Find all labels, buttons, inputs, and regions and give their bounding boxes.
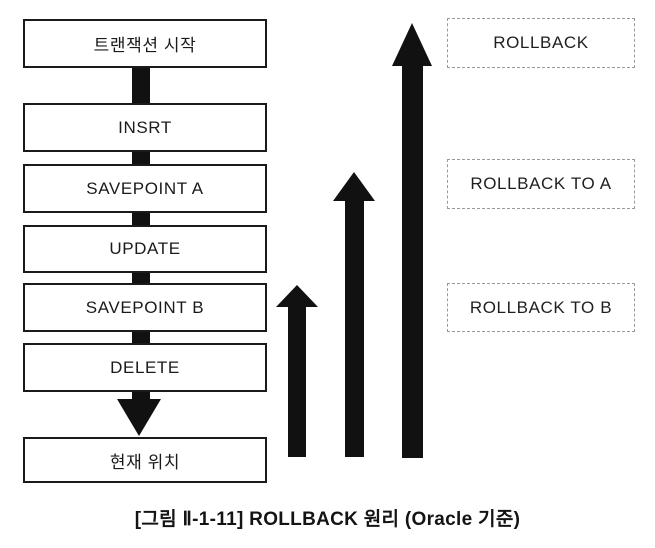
rollback-to-a-label-box: ROLLBACK TO A [447,159,635,209]
flow-box-label: 트랜잭션 시작 [93,36,197,55]
flow-connector [132,211,150,228]
figure-caption: [그림 Ⅱ-1-11] ROLLBACK 원리 (Oracle 기준) [134,509,521,530]
flow-box-transaction-start: 트랜잭션 시작 [23,19,267,68]
rollback-to-b-arrow-icon [276,285,318,307]
flow-connector [132,330,150,346]
rollback-to-a-arrow-icon [333,172,375,201]
flow-box-label: UPDATE [109,239,181,258]
flow-connector [132,271,150,286]
flow-down-arrow-icon [117,399,161,436]
flow-box-savepoint-b: SAVEPOINT B [23,283,267,332]
rollback-label-box: ROLLBACK [447,18,635,68]
rollback-to-b-arrow-shaft [288,305,306,457]
rollback-to-b-label-box: ROLLBACK TO B [447,283,635,332]
flow-box-label: INSRT [118,117,172,137]
rollback-to-a-arrow-shaft [345,199,364,457]
rollback-full-arrow-shaft [402,64,423,458]
rollback-to-b-label: ROLLBACK TO B [469,297,613,317]
rollback-full-arrow-icon [392,23,432,66]
flow-box-label: 현재 위치 [109,452,181,472]
flow-connector [132,150,150,167]
flow-box-label: SAVEPOINT B [85,297,205,317]
rollback-to-a-label: ROLLBACK TO A [470,174,612,193]
flow-box-label: SAVEPOINT A [86,178,204,198]
flow-box-insrt: INSRT [23,103,267,152]
flow-box-current-position: 현재 위치 [23,437,267,483]
flow-box-delete: DELETE [23,343,267,392]
flow-box-label: DELETE [110,357,180,377]
flow-box-savepoint-a: SAVEPOINT A [23,164,267,213]
flow-connector [132,66,150,106]
flow-box-update: UPDATE [23,225,267,273]
rollback-label: ROLLBACK [493,33,589,52]
